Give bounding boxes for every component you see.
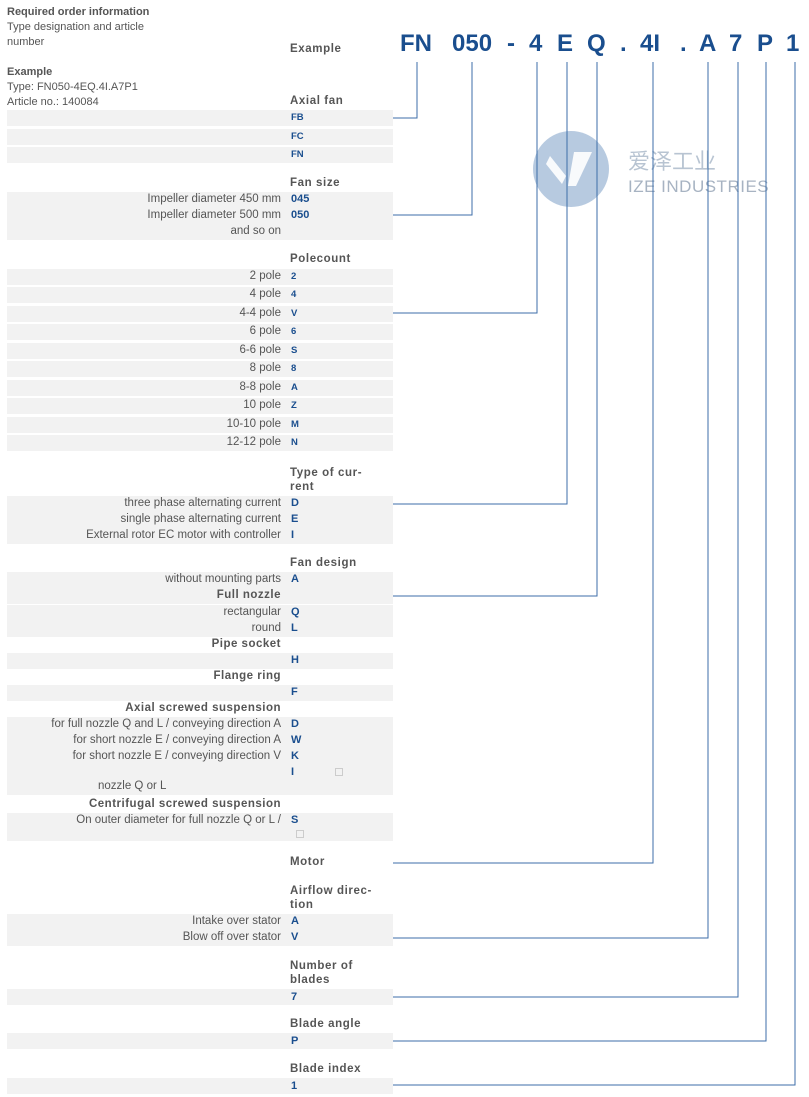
- blades-header-1: Number of: [290, 960, 353, 972]
- table-row: Axial screwed suspension: [125, 702, 281, 714]
- example-header: Example: [290, 43, 342, 55]
- code-part-design: Q: [587, 30, 606, 57]
- current-header-1: Type of cur-: [290, 467, 363, 479]
- code-part-fn: FN: [400, 30, 432, 57]
- table-row: Full nozzle: [7, 588, 393, 604]
- axial-fan-header: Axial fan: [290, 95, 344, 107]
- airflow-header-1: Airflow direc-: [290, 885, 372, 897]
- table-row: 1: [7, 1078, 393, 1094]
- polecount-header: Polecount: [290, 253, 351, 265]
- required-order-title: Required order information: [7, 6, 150, 18]
- table-row: Flange ring: [213, 670, 281, 682]
- fan-design-header: Fan design: [290, 557, 357, 569]
- code-part-current: E: [557, 30, 574, 57]
- table-row: 7: [7, 989, 393, 1005]
- table-row: On outer diameter for full nozzle Q or L…: [7, 813, 393, 841]
- fan-size-header: Fan size: [290, 177, 341, 189]
- code-part-index: 1: [786, 30, 800, 57]
- code-part-motor: 4I: [640, 30, 661, 57]
- table-row: Pipe socket: [211, 638, 281, 650]
- ize-logo-icon: [533, 131, 609, 207]
- example-block: Example Type: FN050-4EQ.4I.A7P1 Article …: [7, 65, 138, 110]
- example-article: Article no.: 140084: [7, 96, 99, 108]
- table-row: I nozzle Q or L: [7, 765, 393, 795]
- table-row: H: [7, 653, 393, 669]
- code-part-dot2: .: [680, 30, 687, 57]
- number-text: number: [7, 36, 45, 48]
- code-part-size: 050: [452, 30, 493, 57]
- code-part-pole: 4: [529, 30, 543, 57]
- example-type: Type: FN050-4EQ.4I.A7P1: [7, 81, 138, 93]
- table-row: for full nozzle Q and L / conveying dire…: [7, 717, 393, 733]
- intro-block: Required order information Type designat…: [7, 5, 149, 50]
- table-row: for short nozzle E / conveying direction…: [7, 733, 393, 749]
- table-row: FC: [7, 129, 393, 145]
- airflow-header-2: tion: [290, 899, 314, 911]
- table-row: FN: [7, 147, 393, 163]
- watermark-cn: 爱泽工业: [628, 149, 717, 174]
- table-row: FB: [7, 110, 393, 126]
- table-row: P: [7, 1033, 393, 1049]
- code-part-airflow: A: [699, 30, 717, 57]
- type-designation-text: Type designation and article: [7, 21, 144, 33]
- current-header-2: rent: [290, 481, 315, 493]
- placeholder-box: [296, 830, 304, 838]
- code-part-blades: 7: [729, 30, 743, 57]
- blades-header-2: blades: [290, 974, 331, 986]
- code-part-angle: P: [757, 30, 774, 57]
- code-part-dash: -: [507, 30, 515, 57]
- table-row: F: [7, 685, 393, 701]
- example-title: Example: [7, 66, 53, 78]
- blade-index-header: Blade index: [290, 1063, 362, 1075]
- table-row: and so on: [7, 224, 393, 240]
- table-row: Centrifugal screwed suspension: [88, 798, 281, 810]
- blade-angle-header: Blade angle: [290, 1018, 362, 1030]
- watermark-en: IZE INDUSTRIES: [628, 177, 770, 196]
- code-part-dot1: .: [620, 30, 627, 57]
- table-row: for short nozzle E / conveying direction…: [7, 749, 393, 765]
- motor-header: Motor: [290, 856, 325, 868]
- placeholder-box: [335, 768, 343, 776]
